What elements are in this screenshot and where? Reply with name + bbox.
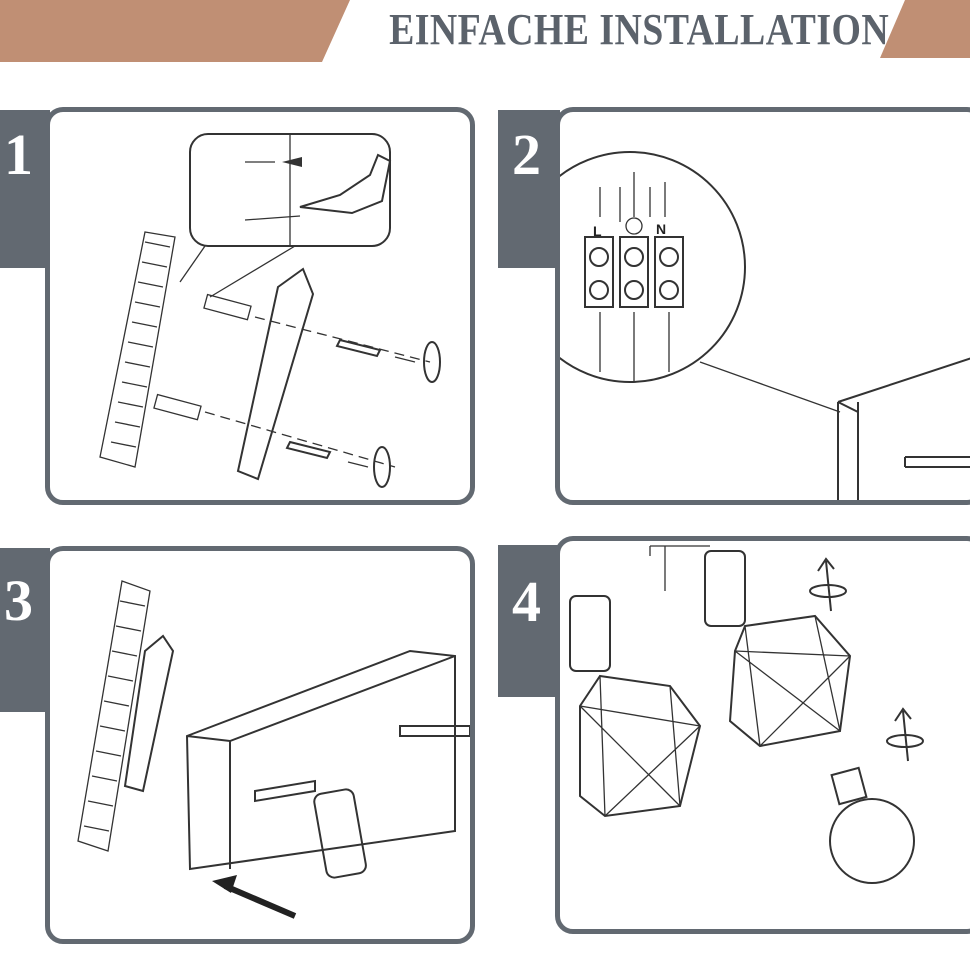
wiring-illustration: L N: [560, 151, 970, 500]
light-bulb: [829, 766, 915, 884]
terminal-label-live: L: [593, 223, 602, 239]
right-accent-band: [880, 0, 970, 58]
wall-hatching: [99, 231, 176, 468]
step-1-tab: 1: [0, 110, 50, 268]
wall-mount-drilling-illustration: [99, 133, 441, 488]
left-accent-band: [0, 0, 350, 62]
page-title: EINFACHE INSTALLATION: [389, 5, 890, 54]
step-3-tab: 3: [0, 548, 50, 712]
step-1-panel: [45, 107, 475, 505]
step-number: 1: [4, 122, 33, 187]
step-2-tab: 2: [498, 110, 560, 268]
step-number: 4: [512, 569, 541, 634]
step-3-panel: [45, 546, 475, 944]
cage-shade-left: [579, 674, 702, 818]
ground-icon: [625, 217, 643, 235]
mount-fixture-illustration: [77, 580, 470, 919]
step-4-tab: 4: [498, 545, 560, 697]
shade-and-bulb-illustration: [569, 545, 924, 884]
step-number: 2: [512, 122, 541, 187]
terminal-label-neutral: N: [656, 221, 666, 237]
cage-shade-right: [728, 614, 852, 748]
step-2-panel: L N: [555, 107, 970, 505]
step-4-panel: [555, 536, 970, 934]
step-number: 3: [4, 568, 33, 633]
terminal-block: [584, 236, 684, 308]
header-band: [0, 0, 970, 62]
